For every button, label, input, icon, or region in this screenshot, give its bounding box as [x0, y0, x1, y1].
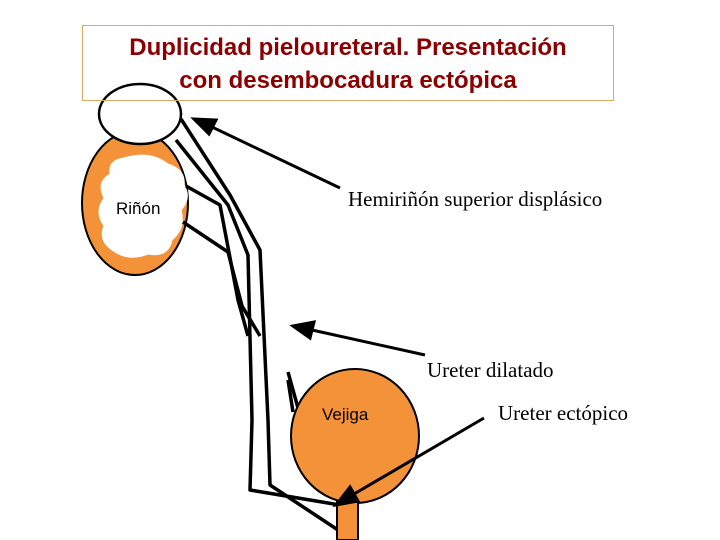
renal-pelvis	[98, 154, 188, 258]
title-box: Duplicidad pieloureteral. Presentación c…	[82, 25, 614, 101]
kidney	[81, 130, 189, 276]
arrowhead-ectopic-ureter	[332, 484, 361, 508]
label-dilated-ureter: Ureter dilatado	[427, 358, 554, 382]
label-upper-hemikidney: Hemiriñón superior displásico	[348, 187, 603, 211]
label-kidney: Riñón	[116, 199, 161, 218]
bladder-ureter-wall-b	[286, 379, 295, 413]
arrowhead-upper-hemikidney	[190, 117, 219, 137]
dilated-ureter-wall-outer	[179, 118, 339, 532]
label-bladder: Vejiga	[322, 405, 369, 424]
arrow-upper-hemikidney	[211, 125, 341, 190]
arrow-ectopic-ureter	[353, 416, 485, 496]
title-line-2: con desembocadura ectópica	[179, 67, 517, 94]
ectopic-outlet	[336, 501, 359, 540]
arrow-dilated-ureter	[311, 328, 426, 357]
bladder	[290, 368, 420, 504]
dilated-ureter-wall-inner	[174, 138, 341, 507]
title-line-1: Duplicidad pieloureteral. Presentación	[129, 34, 567, 61]
upper-hemikidney	[97, 82, 183, 146]
arrowhead-dilated-ureter	[289, 320, 317, 341]
lower-ureter-wall-b	[182, 220, 262, 337]
pointer-arrows	[190, 117, 485, 508]
label-ectopic-ureter: Ureter ectópico	[498, 401, 629, 425]
